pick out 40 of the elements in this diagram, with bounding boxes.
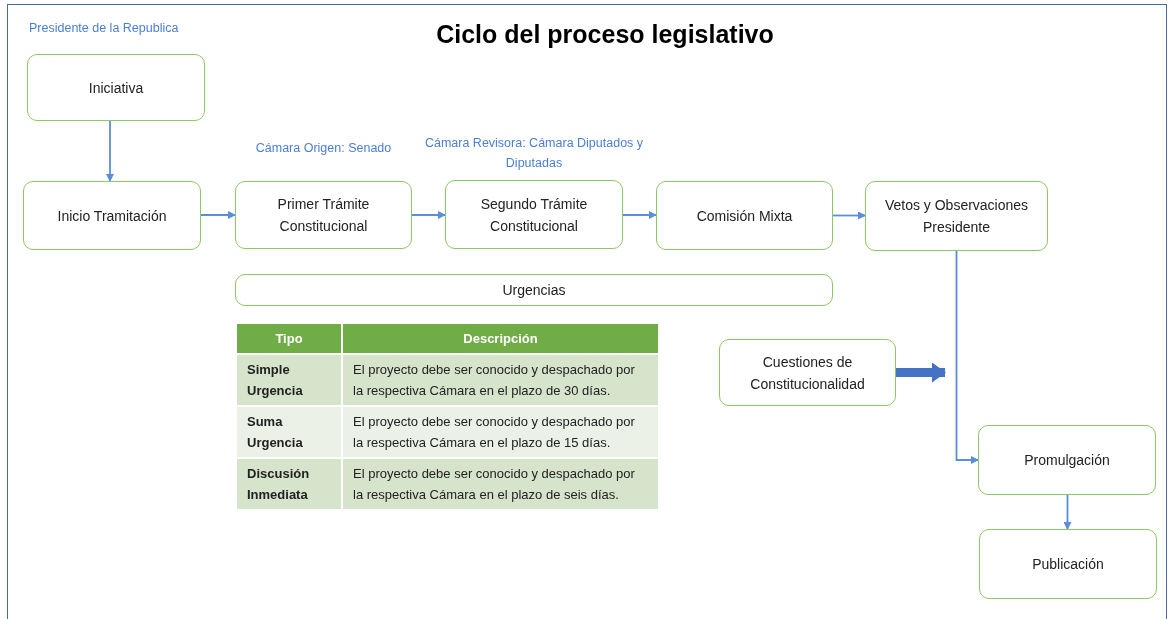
header-cell: Descripción	[342, 323, 659, 354]
header-cell: Tipo	[236, 323, 342, 354]
arrow	[200, 211, 236, 219]
process-box	[27, 54, 205, 121]
arrow	[106, 120, 114, 182]
description-cell: El proyecto debe ser conocido y despachado por la respectiva Cámara en el plazo de 30 días.	[342, 354, 659, 406]
process-box	[23, 181, 201, 250]
arrow	[411, 211, 446, 219]
node-caption: Cámara Revisora: Cámara Diputados y Diputadas	[423, 135, 645, 172]
process-box	[978, 425, 1156, 495]
process-box	[235, 181, 412, 249]
description-cell: El proyecto debe ser conocido y despachado por la respectiva Cámara en el plazo de 15 días.	[342, 406, 659, 458]
node-label: Inicio Tramitación	[57, 206, 167, 226]
diagram-title: Ciclo del proceso legislativo	[435, 20, 775, 49]
process-box	[445, 180, 623, 249]
type-cell: Simple Urgencia	[236, 354, 342, 406]
node-label: Segundo Trámite Constitucional	[479, 194, 589, 236]
arrow	[832, 211, 866, 220]
node-caption: Presidente de la Republica	[29, 20, 180, 37]
process-box	[235, 274, 833, 306]
node-label: Primer Trámite Constitucional	[276, 195, 371, 236]
node-caption: Cámara Origen: Senado	[254, 140, 393, 157]
type-cell: Discusión Inmediata	[236, 458, 342, 510]
process-box	[719, 339, 896, 406]
description-cell: El proyecto debe ser conocido y despachado por la respectiva Cámara en el plazo de seis días.	[342, 458, 659, 510]
arrow	[1063, 494, 1072, 530]
node-label: Cuestiones de Constitucionalidad	[749, 352, 866, 394]
block-arrow	[896, 362, 946, 383]
node-label: Promulgación	[1024, 451, 1110, 470]
arrow	[955, 250, 979, 464]
node-label: Iniciativa	[88, 78, 144, 98]
node-label: Vetos y Observaciones Presidente	[883, 196, 1030, 237]
node-label: Comisión Mixta	[696, 206, 793, 226]
type-cell: Suma Urgencia	[236, 406, 342, 458]
process-box	[656, 181, 833, 250]
arrow	[622, 211, 657, 219]
process-box	[979, 529, 1157, 599]
process-box	[865, 181, 1048, 251]
node-label: Publicación	[1032, 555, 1104, 574]
node-label: Urgencias	[502, 281, 566, 300]
